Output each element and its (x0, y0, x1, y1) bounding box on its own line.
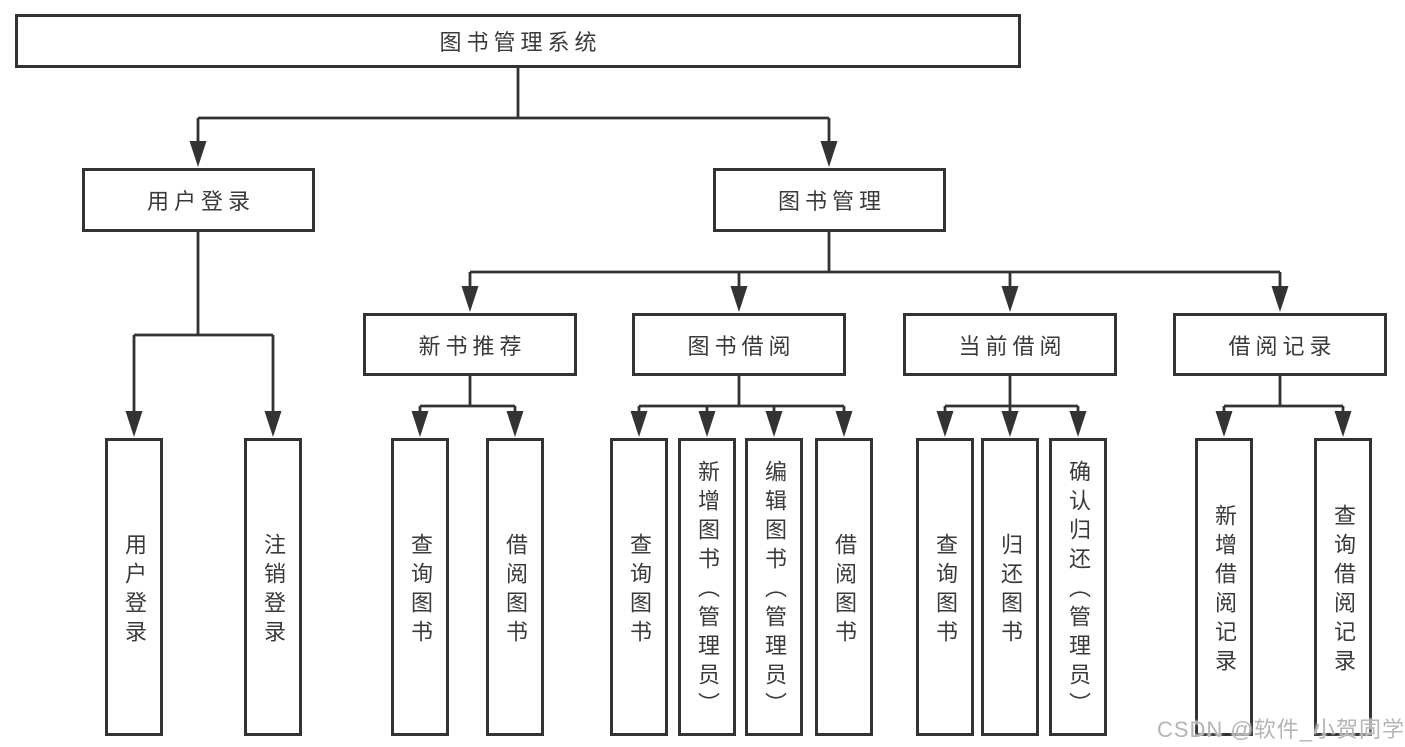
arrow-down-icon (1001, 286, 1019, 312)
arrow-down-icon (698, 411, 716, 437)
node-label: 图书借阅 (687, 333, 796, 359)
arrow-down-icon (835, 411, 853, 437)
node-label: 归还图书 (998, 532, 1023, 649)
connector-path (132, 68, 1345, 413)
leaf-add-borrow-record: 新增借阅记录 (1195, 438, 1253, 736)
arrow-down-icon (264, 411, 282, 437)
leaf-add-book-admin: 新增图书（管理员） (678, 438, 736, 736)
arrowheads (125, 141, 1352, 437)
node-label: 查询图书 (408, 532, 433, 649)
node-label: 编辑图书（管理员） (762, 460, 787, 721)
leaf-borrow-books-recommend: 借阅图书 (486, 438, 544, 736)
arrow-down-icon (461, 286, 479, 312)
leaf-query-books-recommend: 查询图书 (391, 438, 449, 736)
node-library-system: 图书管理系统 (15, 14, 1021, 68)
arrow-down-icon (765, 411, 783, 437)
node-label: 借阅图书 (832, 532, 857, 649)
node-label: 查询借阅记录 (1331, 503, 1356, 678)
leaf-query-borrow-record: 查询借阅记录 (1314, 438, 1372, 736)
arrow-down-icon (1334, 411, 1352, 437)
node-label: 当前借阅 (958, 333, 1067, 359)
node-label: 用户登录 (122, 532, 147, 649)
node-label: 新书推荐 (418, 333, 527, 359)
leaf-user-login: 用户登录 (105, 438, 163, 736)
arrow-down-icon (1069, 411, 1087, 437)
arrow-down-icon (1001, 411, 1019, 437)
node-label: 用户登录 (146, 189, 255, 214)
watermark: CSDN @软件_小贺同学 (1156, 717, 1405, 742)
node-user-login: 用户登录 (82, 168, 315, 232)
arrow-down-icon (820, 141, 838, 167)
arrow-down-icon (1215, 411, 1233, 437)
node-label: 图书管理 (777, 189, 886, 214)
arrow-down-icon (506, 411, 524, 437)
arrow-down-icon (936, 411, 954, 437)
leaf-logout: 注销登录 (244, 438, 302, 736)
node-book-management: 图书管理 (713, 168, 946, 232)
node-borrowing-records: 借阅记录 (1173, 313, 1387, 376)
node-book-borrowing: 图书借阅 (632, 313, 846, 376)
leaf-borrow-books-borrowing: 借阅图书 (815, 438, 873, 736)
leaf-return-books: 归还图书 (981, 438, 1039, 736)
arrow-down-icon (189, 141, 207, 167)
arrow-down-icon (730, 286, 748, 312)
node-label: 查询图书 (933, 532, 958, 649)
arrow-down-icon (411, 411, 429, 437)
node-label: 借阅图书 (503, 532, 528, 649)
arrow-down-icon (1271, 286, 1289, 312)
node-label: 确认归还（管理员） (1066, 460, 1091, 721)
node-current-borrowing: 当前借阅 (903, 313, 1117, 376)
node-label: 图书管理系统 (439, 30, 602, 55)
leaf-confirm-return-admin: 确认归还（管理员） (1049, 438, 1107, 736)
node-new-book-recommend: 新书推荐 (363, 313, 577, 376)
node-label: 新增借阅记录 (1212, 503, 1237, 678)
node-label: 查询图书 (627, 532, 652, 649)
arrow-down-icon (125, 411, 143, 437)
node-label: 借阅记录 (1228, 333, 1337, 359)
leaf-query-books-current: 查询图书 (916, 438, 974, 736)
node-label: 注销登录 (261, 532, 286, 649)
node-label: 新增图书（管理员） (695, 460, 720, 721)
leaf-query-books-borrowing: 查询图书 (610, 438, 668, 736)
leaf-edit-book-admin: 编辑图书（管理员） (745, 438, 803, 736)
arrow-down-icon (630, 411, 648, 437)
